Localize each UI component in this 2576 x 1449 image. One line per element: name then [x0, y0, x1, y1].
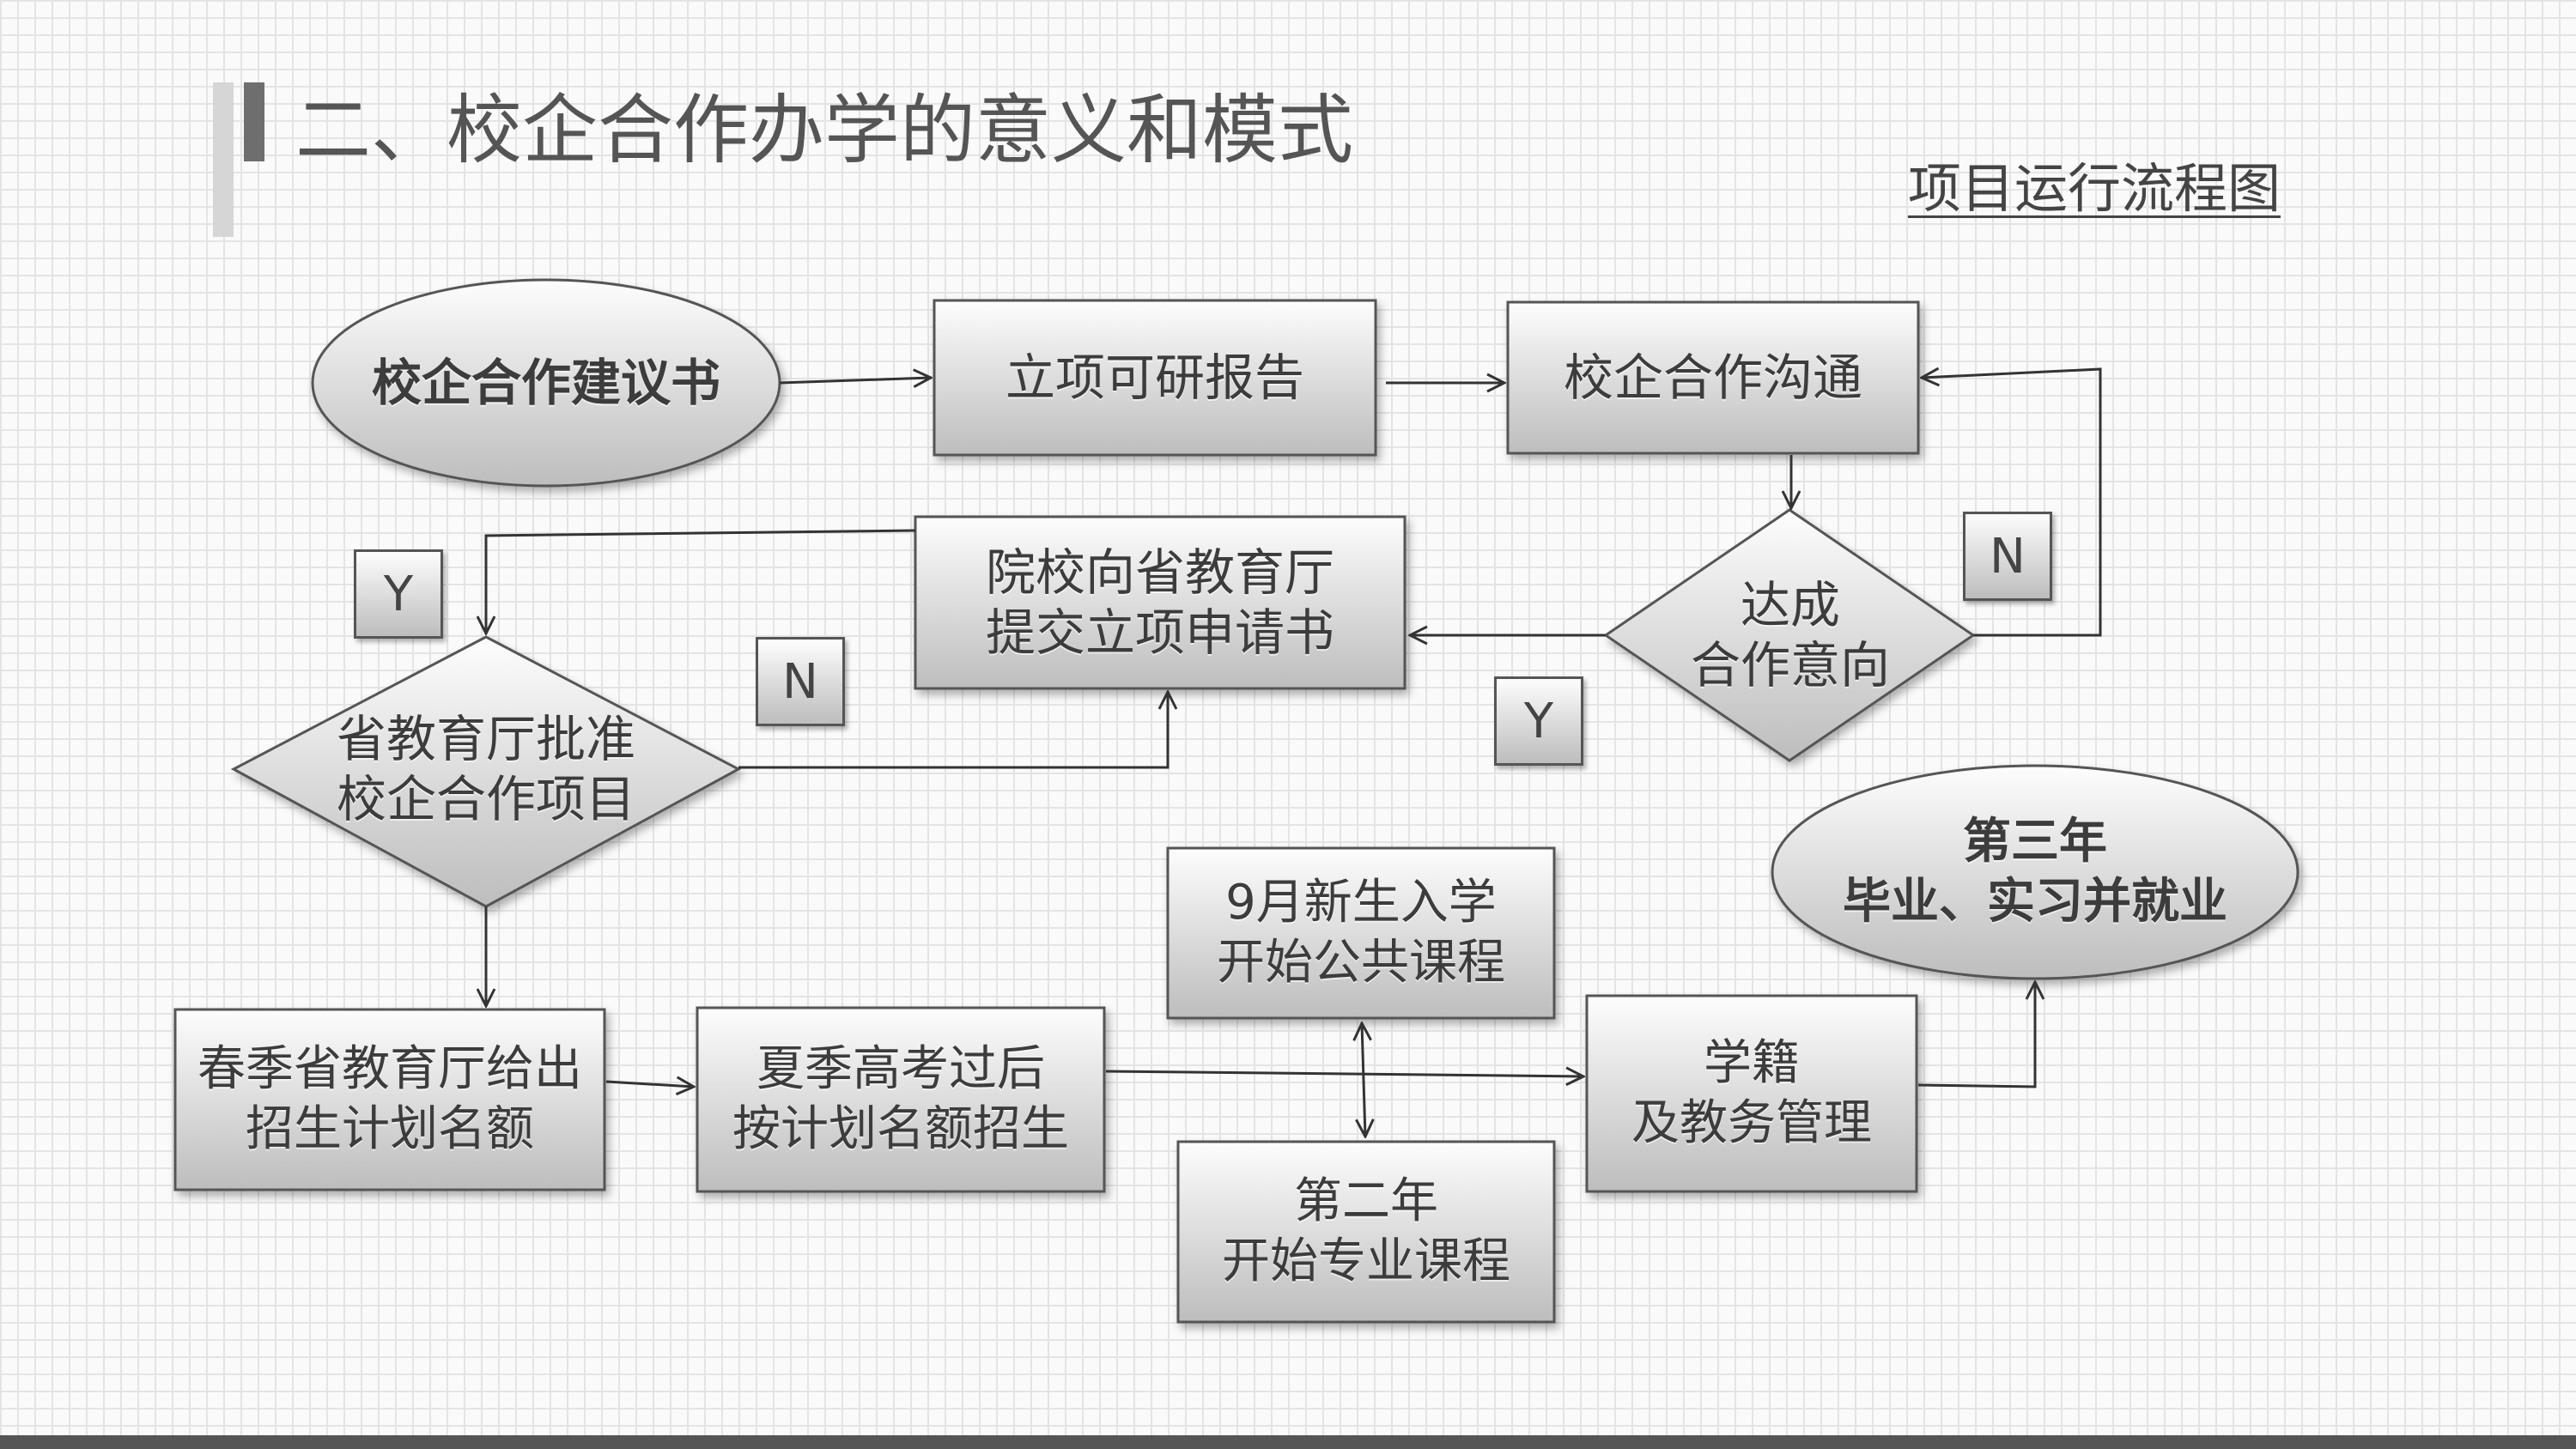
node-quota	[173, 1008, 606, 1191]
title-accent-bar-light	[213, 82, 234, 237]
title-accent-bar-dark	[244, 82, 264, 161]
node-proposal	[311, 278, 781, 488]
node-graduation	[1771, 764, 2300, 980]
connector-enrollment-to-records	[1105, 1071, 1583, 1076]
footer-bar	[0, 1435, 2576, 1449]
node-application	[914, 515, 1406, 690]
node-major-courses	[1176, 1140, 1556, 1324]
tag-agreement-no: N	[1963, 512, 2052, 601]
node-public-courses	[1166, 846, 1556, 1020]
connector-proposal-to-report	[779, 378, 931, 383]
tag-approval-yes: Y	[354, 549, 443, 639]
node-communication	[1506, 300, 1920, 455]
tag-approval-no: N	[756, 637, 845, 726]
node-records	[1585, 994, 1918, 1193]
connector-records-to-graduation	[1917, 982, 2035, 1088]
node-agreement	[1603, 508, 1976, 762]
tag-agreement-yes: Y	[1494, 676, 1583, 766]
connector-application-to-approval	[486, 529, 916, 634]
node-approval	[230, 635, 742, 908]
node-feasibility-report	[933, 299, 1377, 457]
connector-agreement-no-loop	[1922, 369, 2102, 637]
node-enrollment	[696, 1006, 1106, 1193]
page-title: 二、校企合作办学的意义和模式	[295, 86, 1354, 174]
connector-public-major-courses	[1362, 1023, 1365, 1137]
connector-quota-to-enrollment	[605, 1082, 694, 1087]
connector-approval-no-to-application	[738, 692, 1168, 769]
flowchart-subtitle: 项目运行流程图	[1908, 157, 2281, 220]
